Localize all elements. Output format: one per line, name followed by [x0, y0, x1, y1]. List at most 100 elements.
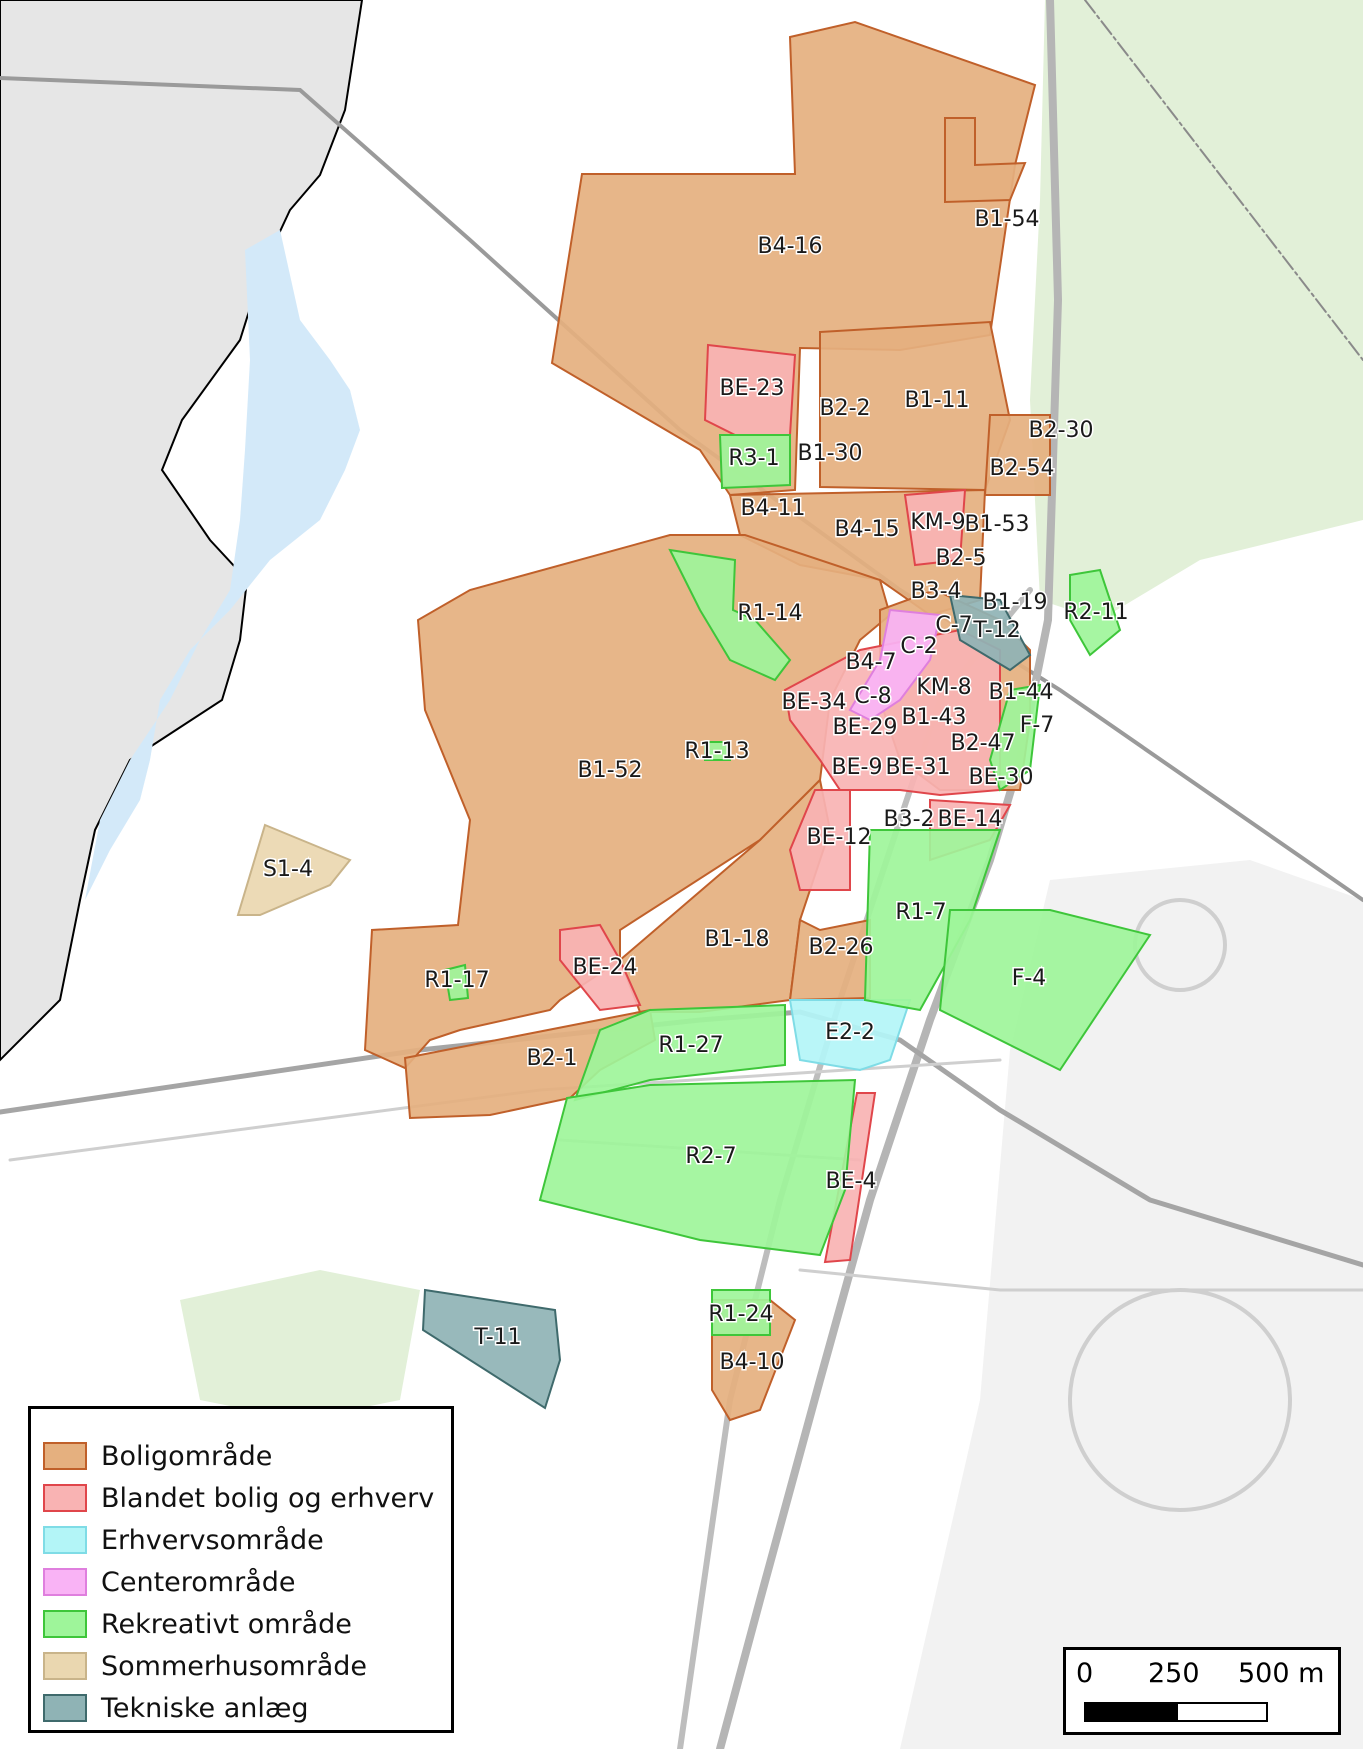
zone-label-b1-53: B1-53 [964, 512, 1029, 537]
zone-polygon-be-24[interactable] [559, 923, 642, 1012]
zone-polygon-b4-16[interactable] [550, 20, 1037, 497]
legend-label-blandet: Blandet bolig og erhverv [101, 1482, 435, 1514]
zone-label-t-12: T-12 [972, 618, 1020, 643]
zone-label-be-23: BE-23 [720, 376, 785, 401]
legend-swatch-center [43, 1568, 87, 1596]
zone-label-b2-26: B2-26 [808, 935, 873, 960]
legend-item-sommerhus: Sommerhusområde [43, 1649, 367, 1683]
zone-label-b3-2: B3-2 [883, 807, 934, 832]
zone-label-r3-1: R3-1 [728, 446, 779, 471]
zone-label-c-7: C-7 [935, 613, 972, 638]
outside-municipality-area [0, 0, 364, 1062]
legend-item-center: Centerområde [43, 1565, 296, 1599]
zone-label-b1-11: B1-11 [904, 388, 969, 413]
legend-swatch-rekreativt [43, 1610, 87, 1638]
zone-label-b1-19: B1-19 [982, 590, 1047, 615]
zone-label-km-8: KM-8 [916, 675, 971, 700]
zone-label-b1-44: B1-44 [988, 680, 1053, 705]
legend-swatch-erhverv [43, 1526, 87, 1554]
legend-swatch-teknisk [43, 1694, 87, 1722]
zone-label-r2-11: R2-11 [1063, 600, 1128, 625]
scale-bar-graphic [1084, 1702, 1268, 1722]
zone-label-t-11: T-11 [473, 1325, 521, 1350]
zone-label-b4-16: B4-16 [757, 234, 822, 259]
southeast-residential-area [900, 860, 1363, 1749]
zone-label-b4-11: B4-11 [740, 496, 805, 521]
zone-polygon-b2-30-b2-54[interactable] [983, 414, 1051, 496]
legend-swatch-bolig [43, 1442, 87, 1470]
zone-polygon-b1-54[interactable] [944, 117, 1027, 204]
southwest-green-field [180, 1270, 420, 1420]
legend-label-rekreativt: Rekreativt område [101, 1608, 352, 1640]
zone-label-b4-15: B4-15 [834, 517, 899, 542]
zone-label-be-24: BE-24 [573, 955, 638, 980]
zone-label-b2-54: B2-54 [989, 456, 1054, 481]
lake-water [85, 230, 360, 900]
zone-label-be-4: BE-4 [826, 1169, 877, 1194]
zone-label-be-29: BE-29 [833, 715, 898, 740]
scale-tick-250: 250 [1148, 1658, 1200, 1689]
zone-label-f-7: F-7 [1020, 713, 1055, 738]
zone-polygon-r1-14[interactable] [668, 548, 792, 682]
zone-polygon-f-7[interactable] [988, 683, 1042, 792]
zone-label-s1-4: S1-4 [263, 857, 313, 882]
zone-polygon-r3-1[interactable] [718, 434, 791, 490]
legend-item-erhverv: Erhvervsområde [43, 1523, 324, 1557]
scale-bar-black-segment [1086, 1704, 1178, 1720]
legend-item-blandet: Blandet bolig og erhverv [43, 1481, 434, 1515]
zone-label-b4-10: B4-10 [719, 1350, 784, 1375]
legend-swatch-blandet [43, 1484, 87, 1512]
zone-label-b1-43: B1-43 [901, 705, 966, 730]
zone-polygon-r1-13[interactable] [704, 741, 731, 761]
zone-label-e2-2: E2-2 [825, 1020, 875, 1045]
map-legend: Boligområde Blandet bolig og erhverv Erh… [28, 1406, 454, 1733]
zone-label-r2-7: R2-7 [685, 1144, 736, 1169]
zone-label-b1-18: B1-18 [704, 927, 769, 952]
zone-label-b2-2: B2-2 [819, 396, 870, 421]
zone-label-be-9: BE-9 [832, 755, 883, 780]
zone-label-b2-5: B2-5 [935, 546, 986, 571]
zone-label-r1-17: R1-17 [424, 968, 489, 993]
zone-label-r1-27: R1-27 [658, 1033, 723, 1058]
legend-item-rekreativt: Rekreativt område [43, 1607, 352, 1641]
zone-label-b1-30: B1-30 [797, 441, 862, 466]
zone-label-be-14: BE-14 [938, 807, 1003, 832]
zone-polygon-b2-26[interactable] [788, 918, 871, 1002]
legend-label-center: Centerområde [101, 1566, 296, 1598]
zone-label-b1-54: B1-54 [974, 207, 1039, 232]
zone-label-r1-13: R1-13 [684, 739, 749, 764]
zone-polygon-r2-11[interactable] [1069, 568, 1122, 657]
zone-polygon-f-4[interactable] [938, 909, 1152, 1072]
zone-labels: B4-16 B1-54 BE-23 B2-2 B1-11 B2-30 R3-1 … [262, 206, 1131, 1377]
zone-label-b3-4: B3-4 [910, 579, 961, 604]
zone-label-be-34: BE-34 [782, 690, 847, 715]
zone-polygon-t-12[interactable] [948, 593, 1032, 672]
zone-label-r1-7: R1-7 [895, 900, 946, 925]
zone-polygon-r1-24[interactable] [711, 1289, 771, 1336]
legend-label-erhverv: Erhvervsområde [101, 1524, 324, 1556]
legend-label-bolig: Boligområde [101, 1440, 273, 1472]
zone-label-r1-24: R1-24 [708, 1302, 773, 1327]
zone-label-r1-14: R1-14 [737, 601, 802, 626]
zone-polygon-r2-7[interactable] [538, 1078, 857, 1257]
zone-polygon-r1-17[interactable] [443, 963, 470, 1002]
zone-label-km-9: KM-9 [910, 510, 965, 535]
zone-polygon-km-9[interactable] [903, 488, 967, 567]
zone-label-be-31: BE-31 [886, 755, 951, 780]
zone-polygon-be-12[interactable] [788, 789, 851, 891]
scale-bar: 0 250 500 m [1063, 1647, 1341, 1735]
zone-polygon-t-11[interactable] [421, 1288, 562, 1410]
zone-label-c-8: C-8 [854, 684, 891, 709]
zone-label-b2-1: B2-1 [526, 1046, 577, 1071]
legend-label-sommerhus: Sommerhusområde [101, 1650, 368, 1682]
zone-label-b1-52: B1-52 [577, 758, 642, 783]
legend-label-teknisk: Tekniske anlæg [101, 1692, 309, 1724]
zone-label-f-4: F-4 [1012, 966, 1047, 991]
scale-tick-0: 0 [1076, 1658, 1094, 1689]
zone-polygon-c-center[interactable] [848, 608, 942, 722]
zone-polygon-s1-4[interactable] [236, 823, 352, 916]
scale-tick-500m: 500 m [1238, 1658, 1325, 1689]
zone-label-b2-30: B2-30 [1028, 418, 1093, 443]
